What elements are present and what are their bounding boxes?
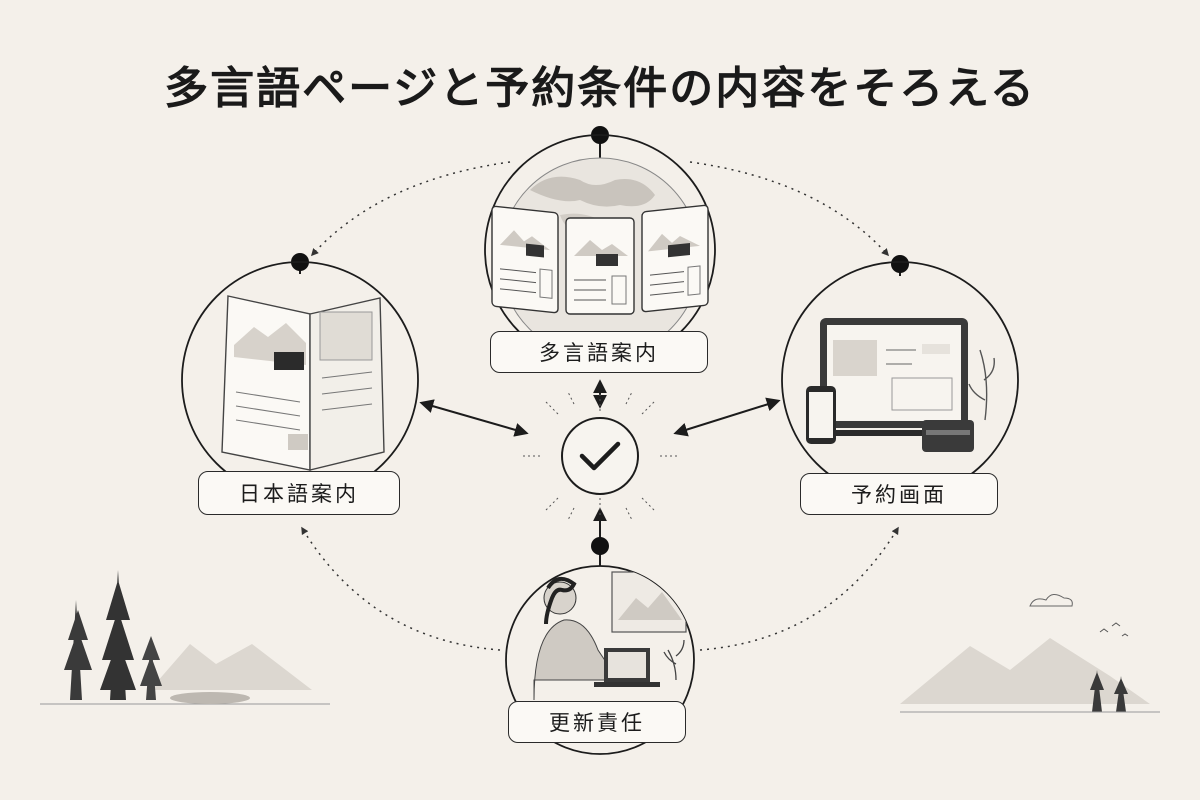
label-japanese: 日本語案内: [198, 471, 400, 515]
node-booking: [781, 255, 1019, 499]
label-booking: 予約画面: [800, 473, 998, 515]
node-multilingual: [484, 126, 716, 366]
node-owner: [505, 537, 695, 755]
landscape-right: [900, 594, 1160, 713]
arc-top-right: [689, 161, 890, 257]
label-multilingual: 多言語案内: [490, 331, 708, 373]
guide-page-left: [491, 205, 559, 314]
arc-bottom-left: [301, 526, 501, 651]
node-japanese: [181, 253, 419, 499]
person-at-laptop-icon: [533, 571, 687, 701]
guide-page-center: [565, 217, 635, 315]
arc-bottom-right: [699, 526, 899, 651]
check-icon: [579, 441, 621, 471]
center-check: [520, 391, 680, 521]
label-owner: 更新責任: [508, 701, 686, 743]
arrow-left-center: [419, 399, 529, 437]
arrow-right-center: [673, 397, 781, 437]
landscape-left: [40, 570, 330, 705]
page-title: 多言語ページと予約条件の内容をそろえる: [164, 63, 1036, 114]
arc-top-left: [310, 161, 511, 257]
cycle-arrows: [301, 161, 899, 651]
guide-page-right: [641, 204, 709, 313]
brochure-icon: [221, 295, 385, 471]
booking-devices-icon: [806, 318, 995, 452]
